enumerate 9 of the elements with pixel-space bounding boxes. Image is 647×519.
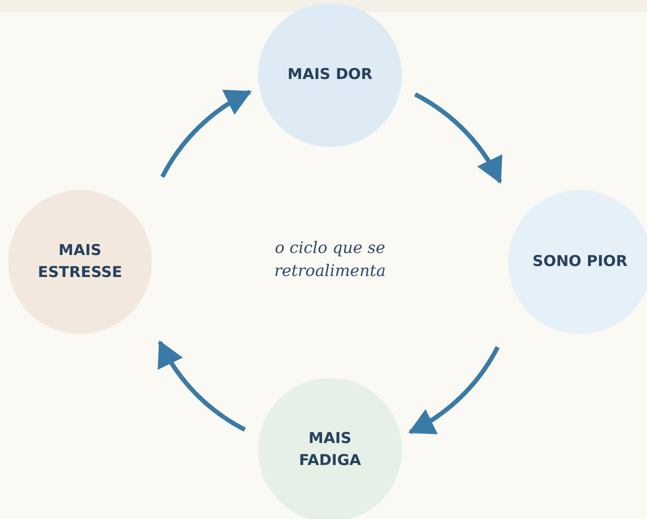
node-label: MAIS DOR: [286, 64, 374, 86]
cycle-arrow: [158, 340, 246, 432]
cycle-arrow: [160, 90, 252, 178]
node-label: MAIS FADIGA: [298, 428, 362, 471]
node-label: MAIS ESTRESSE: [36, 240, 124, 283]
cycle-arrow: [414, 92, 502, 184]
node-label: SONO PIOR: [532, 251, 628, 272]
cycle-arrow: [408, 346, 500, 434]
center-caption: o ciclo que se retroalimenta: [273, 237, 387, 282]
